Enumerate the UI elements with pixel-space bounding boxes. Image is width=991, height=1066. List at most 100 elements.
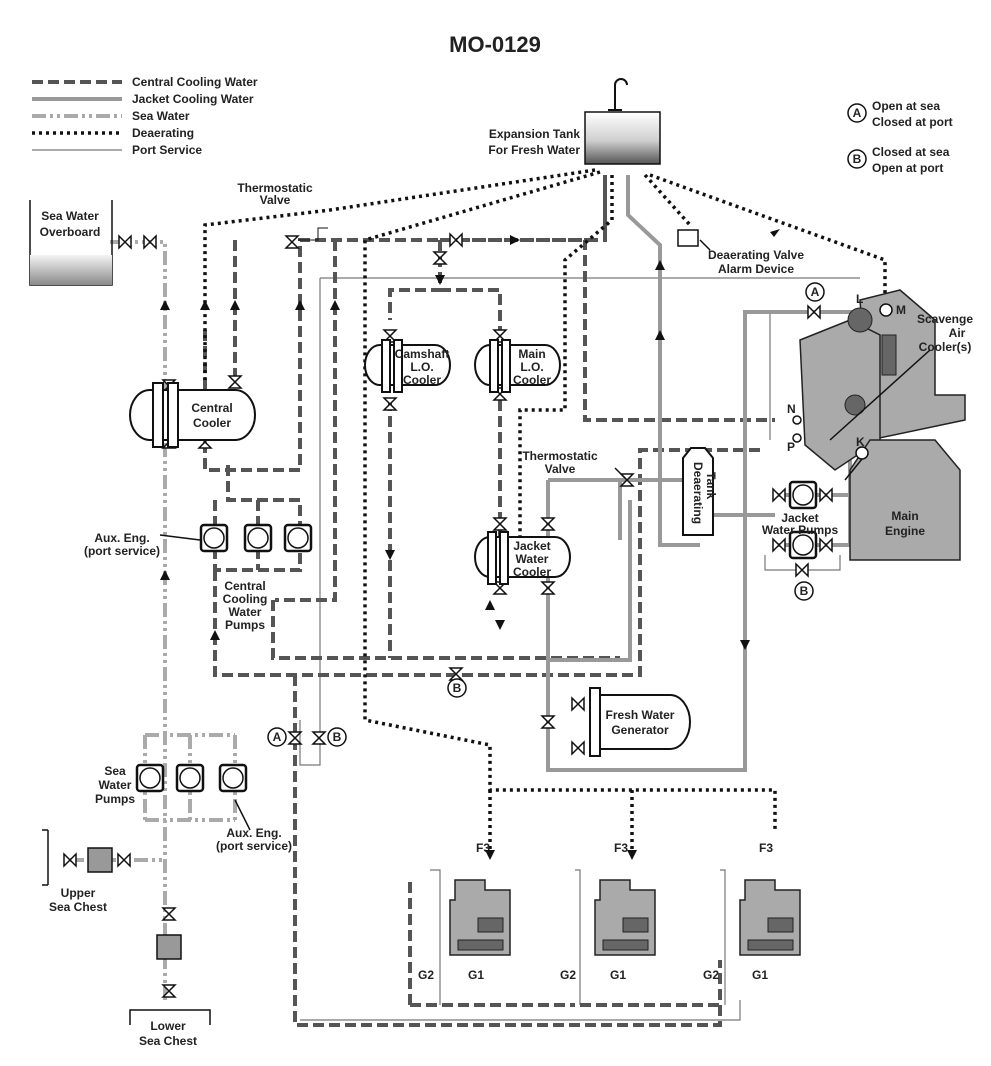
upper-chest-label-1: Upper (61, 886, 96, 900)
note-b-line2: Open at port (872, 161, 943, 175)
f3-label-2: F3 (614, 841, 628, 855)
deaerating-tank-label-2: Tank (704, 472, 718, 499)
thermo-mid-label-2: Valve (545, 462, 576, 476)
g1-label-3: G1 (752, 968, 768, 982)
fwg-label-2: Generator (611, 723, 669, 737)
pointer-lines (159, 239, 931, 831)
flow-arrows (160, 229, 780, 860)
point-m: M (896, 303, 906, 317)
expansion-tank: Expansion Tank For Fresh Water (488, 78, 661, 165)
central-cooler: Central Cooler (129, 382, 256, 448)
note-a-circle (847, 103, 867, 123)
upper-strainer (87, 847, 113, 873)
valve-overboard-2 (143, 234, 157, 250)
valve-a-main (807, 304, 821, 320)
main-lo-label-1: Main (518, 347, 545, 361)
valve-lower-chest-2 (161, 984, 177, 998)
upper-chest-label-2: Sea Chest (49, 900, 107, 914)
sw-pumps-label-2: Water (99, 778, 132, 792)
point-p: P (787, 440, 795, 454)
aux-engine-3 (739, 879, 801, 956)
valves (63, 232, 833, 998)
g2-label-2: G2 (560, 968, 576, 982)
valve-bypass-b (448, 667, 464, 681)
camshaft-lo-cooler: Camshaft L.O. Cooler (364, 339, 451, 393)
valve-fwg-2 (540, 715, 556, 729)
camshaft-label-1: Camshaft (395, 347, 450, 361)
note-b-circle (847, 149, 867, 169)
sym-b-bypass: B (453, 681, 462, 695)
fwg-label-1: Fresh Water (606, 708, 675, 722)
overboard-label-2: Overboard (40, 225, 101, 239)
valve-port-b (311, 731, 327, 745)
jw-cooler-label-3: Cooler (513, 565, 551, 579)
legend-sea-label: Sea Water (132, 109, 190, 123)
sw-pumps (135, 763, 248, 793)
lower-sea-chest: Lower Sea Chest (129, 934, 211, 1048)
ccw-pumps-label-4: Pumps (225, 618, 265, 632)
deaerating-alarm-label-2: Alarm Device (718, 262, 794, 276)
g1-label-1: G1 (468, 968, 484, 982)
main-engine-label-2: Engine (885, 524, 925, 538)
valve-jw-pump-2 (819, 487, 833, 503)
lower-chest-label-2: Sea Chest (139, 1034, 197, 1048)
legend-port-label: Port Service (132, 143, 202, 157)
main-lo-label-2: L.O. (520, 360, 543, 374)
lower-chest-label-1: Lower (150, 1019, 186, 1033)
expansion-tank-label-1: Expansion Tank (489, 127, 580, 141)
aux-engines (449, 879, 801, 956)
valve-overboard-1 (118, 234, 132, 250)
sym-a-port: A (273, 730, 282, 744)
point-n: N (787, 402, 796, 416)
expansion-tank-body (584, 111, 661, 165)
point-k: K (856, 435, 865, 449)
jw-pumps-label-2: Water Pumps (762, 523, 839, 537)
valve-upper-chest-2 (117, 852, 131, 868)
scavenge-label-3: Cooler(s) (919, 340, 972, 354)
aux-engine-2 (594, 879, 656, 956)
expansion-tank-label-2: For Fresh Water (488, 143, 580, 157)
deaerating-valve-box (677, 229, 699, 247)
valve-jw-bypass-b (795, 562, 809, 578)
note-b-symbol: B (853, 152, 862, 166)
sea-water-overboard: Sea Water Overboard (29, 200, 113, 286)
jw-cooler-label-1: Jacket (513, 539, 550, 553)
valve-cooler-in (227, 375, 243, 389)
lower-strainer (156, 934, 182, 960)
valve-ccw-mid (432, 251, 448, 265)
valve-notes: A Open at sea Closed at port B Closed at… (847, 99, 953, 175)
vent-hook (614, 78, 628, 110)
sea-surface (30, 255, 112, 285)
f3-label-3: F3 (759, 841, 773, 855)
g1-label-2: G1 (610, 968, 626, 982)
note-a-line2: Closed at port (872, 115, 953, 129)
valve-upper-chest-1 (63, 852, 77, 868)
central-cooler-label-2: Cooler (193, 416, 231, 430)
central-cooler-label-1: Central (191, 401, 232, 415)
valve-jw-cooler-bot-r (540, 581, 556, 595)
aux-bottom-label-1: Aux. Eng. (226, 826, 281, 840)
valve-lower-chest-1 (161, 907, 177, 921)
overboard-label-1: Sea Water (41, 209, 99, 223)
legend-central-label: Central Cooling Water (132, 75, 258, 89)
sw-pumps-label-1: Sea (104, 764, 126, 778)
thermo-mid-label-1: Thermostatic (522, 449, 598, 463)
thermostatic-valve-top (284, 227, 328, 249)
valve-fwg-1 (571, 696, 585, 712)
valve-jw-pump-4 (819, 537, 833, 553)
valve-ccw-top (449, 232, 463, 248)
jw-pumps-label-1: Jacket (781, 511, 818, 525)
main-lo-cooler: Main L.O. Cooler (474, 339, 561, 393)
valve-camshaft-bot (382, 397, 398, 411)
note-b-line1: Closed at sea (872, 145, 950, 159)
valve-jw-cooler-top-r (540, 517, 556, 531)
g2-label-3: G2 (703, 968, 719, 982)
deaerating-tank-label-1: Deaerating (691, 462, 705, 524)
main-lo-label-3: Cooler (513, 373, 551, 387)
main-engine-label-1: Main (891, 509, 918, 523)
ccw-pumps-label-2: Cooling (223, 592, 268, 606)
jw-pumps (788, 480, 818, 560)
ccw-pumps-label-3: Water (229, 605, 262, 619)
sym-b-port: B (333, 730, 342, 744)
